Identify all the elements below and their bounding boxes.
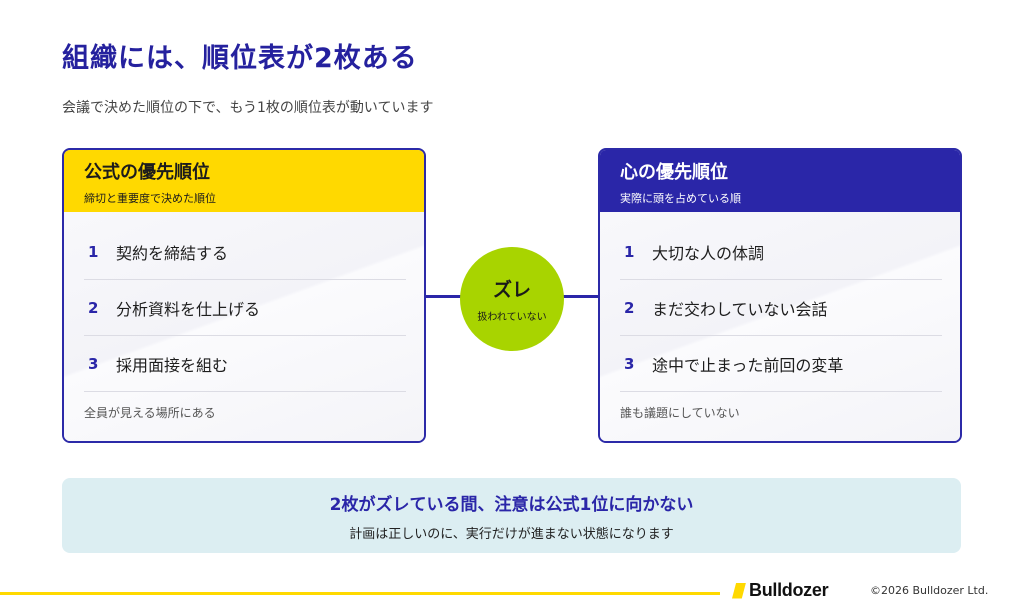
list-item: 3 途中で止まった前回の変革 <box>620 336 942 392</box>
banner-headline: 2枚がズレている間、注意は公式1位に向かない <box>329 495 694 515</box>
item-number: 3 <box>88 354 99 373</box>
item-number: 2 <box>88 298 99 317</box>
list-item: 1 大切な人の体調 <box>620 224 942 280</box>
item-number: 3 <box>624 354 635 373</box>
item-number: 1 <box>88 242 99 261</box>
heart-priority-card: 心の優先順位 実際に頭を占めている順 1 大切な人の体調 2 まだ交わしていない… <box>598 148 962 443</box>
item-text: 分析資料を仕上げる <box>116 299 261 319</box>
banner-subtext: 計画は正しいのに、実行だけが進まない状態になります <box>349 527 674 542</box>
copyright-text: ©2026 Bulldozer Ltd. <box>870 584 989 597</box>
official-card-header: 公式の優先順位 締切と重要度で決めた順位 <box>64 150 424 212</box>
list-item: 2 分析資料を仕上げる <box>84 280 406 336</box>
connector-line-right <box>562 295 598 298</box>
page-subtitle: 会議で決めた順位の下で、もう1枚の順位表が動いています <box>62 100 434 116</box>
item-text: まだ交わしていない会話 <box>652 299 828 319</box>
list-item: 2 まだ交わしていない会話 <box>620 280 942 336</box>
footer-accent-line <box>0 592 720 595</box>
list-item: 1 契約を締結する <box>84 224 406 280</box>
logo-mark-icon <box>732 582 746 599</box>
connector-line-left <box>426 295 462 298</box>
brand-logo: Bulldozer <box>732 580 829 601</box>
heart-card-body: 1 大切な人の体調 2 まだ交わしていない会話 3 途中で止まった前回の変革 誰… <box>600 212 960 441</box>
item-number: 2 <box>624 298 635 317</box>
official-card-subtitle: 締切と重要度で決めた順位 <box>84 192 216 205</box>
item-text: 契約を締結する <box>116 243 229 263</box>
item-text: 採用面接を組む <box>116 355 229 375</box>
page-title: 組織には、順位表が2枚ある <box>62 43 418 74</box>
item-text: 大切な人の体調 <box>652 243 765 263</box>
official-priority-card: 公式の優先順位 締切と重要度で決めた順位 1 契約を締結する 2 分析資料を仕上… <box>62 148 426 443</box>
heart-card-title: 心の優先順位 <box>620 162 728 183</box>
official-card-title: 公式の優先順位 <box>84 162 210 183</box>
item-text: 途中で止まった前回の変革 <box>652 355 844 375</box>
gap-circle: ズレ 扱われていない <box>460 247 564 351</box>
summary-banner: 2枚がズレている間、注意は公式1位に向かない 計画は正しいのに、実行だけが進まな… <box>62 478 961 553</box>
official-card-body: 1 契約を締結する 2 分析資料を仕上げる 3 採用面接を組む 全員が見える場所… <box>64 212 424 441</box>
brand-name: Bulldozer <box>749 580 829 600</box>
heart-card-header: 心の優先順位 実際に頭を占めている順 <box>600 150 960 212</box>
list-item: 3 採用面接を組む <box>84 336 406 392</box>
gap-sublabel: 扱われていない <box>477 312 547 323</box>
item-number: 1 <box>624 242 635 261</box>
heart-card-subtitle: 実際に頭を占めている順 <box>620 192 741 205</box>
official-card-footer: 全員が見える場所にある <box>84 406 216 420</box>
heart-card-footer: 誰も議題にしていない <box>620 406 740 420</box>
gap-label: ズレ <box>492 279 531 301</box>
